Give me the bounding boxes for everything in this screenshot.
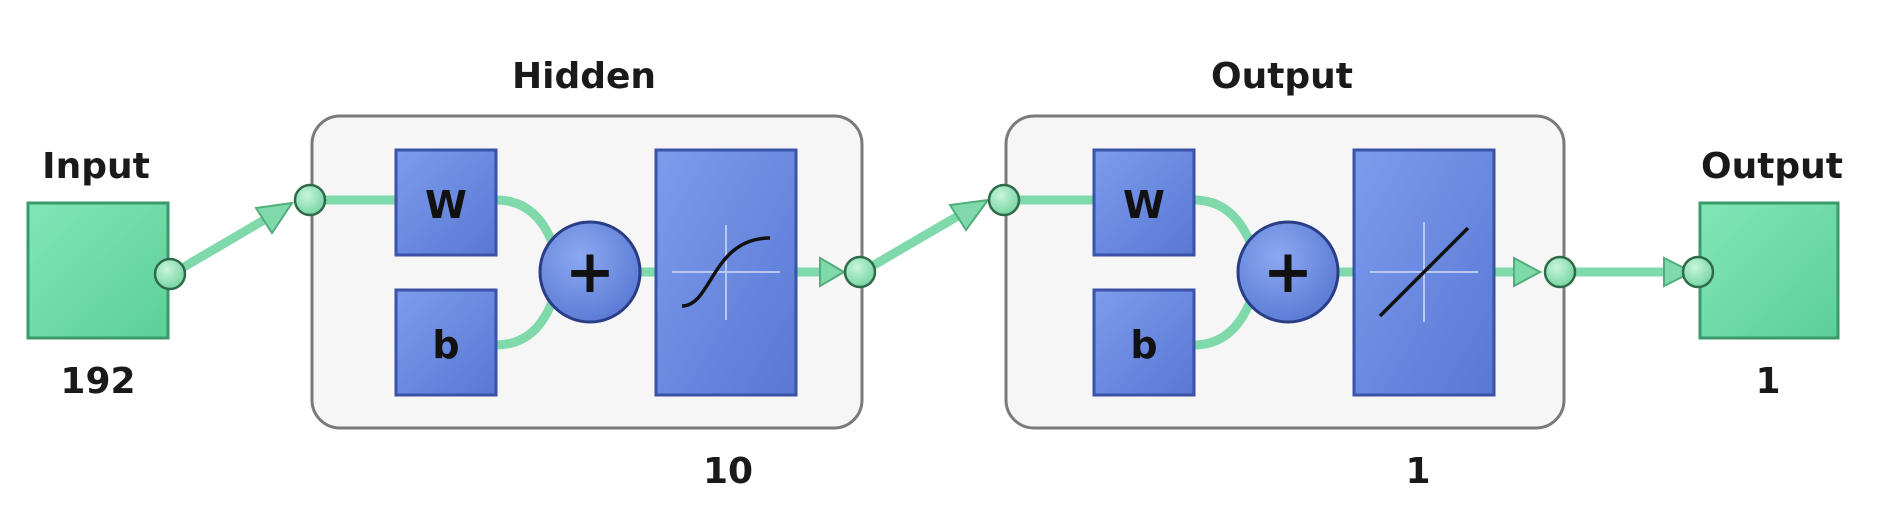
purelin-icon — [1370, 222, 1478, 322]
input-title: Input — [42, 146, 150, 187]
tansig-icon — [672, 225, 780, 320]
input-block — [26, 201, 170, 340]
output-size: 1 — [1755, 361, 1780, 402]
connector-output-final — [1562, 256, 1695, 288]
output-layer-size: 1 — [1405, 451, 1430, 492]
connector-input-hidden — [167, 201, 295, 279]
output-sum-node — [1236, 220, 1340, 324]
output-layer: Output W b + 1 — [1004, 56, 1566, 492]
hidden-sum-symbol: + — [565, 237, 615, 307]
output-layer-output-port — [1543, 255, 1577, 289]
output-bias-block — [1092, 288, 1196, 397]
input-node: Input 192 — [26, 146, 170, 402]
output-node: Output 1 — [1698, 146, 1843, 402]
hidden-weight-block — [394, 148, 498, 257]
output-layer-title: Output — [1211, 56, 1353, 97]
hidden-input-port — [293, 183, 327, 217]
hidden-layer: Hidden W b + 10 — [310, 56, 864, 492]
output-layer-input-port — [987, 183, 1021, 217]
hidden-sum-node — [538, 220, 642, 324]
hidden-layer-title: Hidden — [512, 56, 656, 97]
connector-hidden-output — [857, 198, 991, 277]
hidden-bias-block — [394, 288, 498, 397]
output-block — [1698, 201, 1840, 340]
output-sum-symbol: + — [1263, 237, 1313, 307]
hidden-bias-label: b — [432, 323, 459, 367]
output-input-port — [1681, 255, 1715, 289]
output-bias-label: b — [1130, 323, 1157, 367]
hidden-layer-size: 10 — [703, 451, 753, 492]
output-title: Output — [1701, 146, 1843, 187]
hidden-output-port — [843, 255, 877, 289]
input-output-port — [153, 257, 187, 291]
hidden-weight-label: W — [425, 183, 467, 227]
input-size: 192 — [60, 361, 135, 402]
output-weight-block — [1092, 148, 1196, 257]
output-weight-label: W — [1123, 183, 1165, 227]
